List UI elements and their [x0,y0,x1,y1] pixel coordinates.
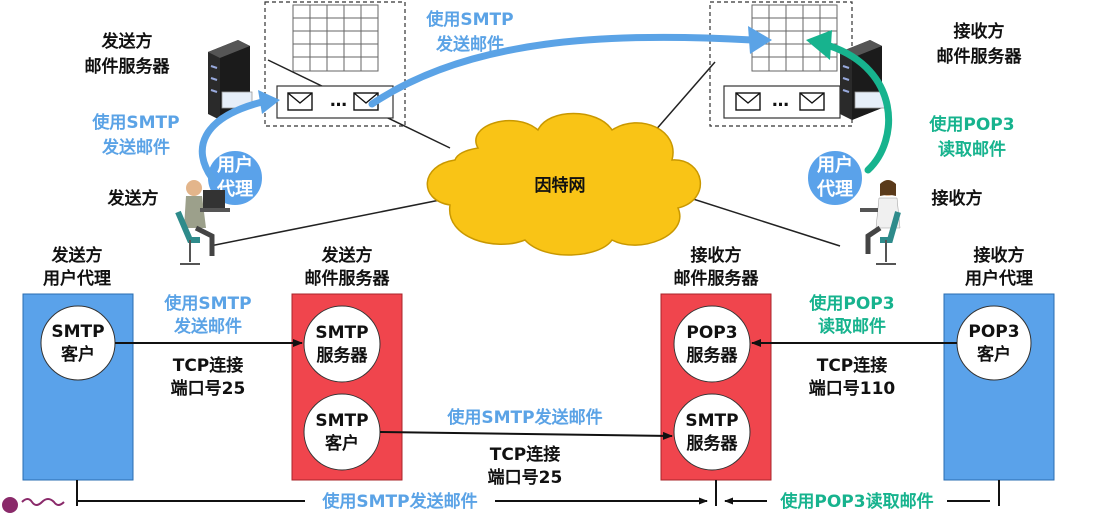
sender-server-title: 邮件服务器 [305,268,391,289]
receiver-server-label: 接收方 [954,21,1005,42]
sender-server-mailbox-frame [264,1,406,127]
receiver-server-title: 邮件服务器 [674,268,760,289]
smtp-send-label: 使用SMTP [425,9,513,30]
smtp-client-circle [40,305,116,381]
port-label: 端口号25 [488,467,563,488]
smtp-send-label: 发送邮件 [435,34,504,55]
smtp-client-text: SMTP [51,322,104,342]
sender-ua-title: 发送方 [51,245,103,266]
smtp-server-text: SMTP [685,411,738,431]
smtp-arrow-internet [368,33,756,108]
pop3-read-label: 读取邮件 [938,139,1006,160]
pop3-client-text: 客户 [976,344,1011,365]
publisher-logo-icon [2,497,65,513]
sender-label: 发送方 [107,188,159,209]
pop3-arrow-download [826,42,893,174]
arrow-head [806,30,832,60]
server-tower-icon [208,40,253,120]
receiver-person-icon [860,180,901,265]
smtp-server-circle [673,393,751,471]
ellipsis-text: … [772,91,789,111]
tcp-connection-label: TCP连接 [173,355,244,376]
receiver-mailbox-grid [751,4,838,72]
tcp-connection-label: TCP连接 [490,444,561,465]
pop3-read-label: 读取邮件 [818,316,886,337]
smtp-send-label: 发送邮件 [173,316,242,337]
pop3-read-label: 使用POP3 [928,114,1014,135]
smtp-server-text: SMTP [315,323,368,343]
pop3-server-text: 服务器 [687,345,739,366]
bottom-pop3-label: 使用POP3读取邮件 [779,491,933,512]
sender-server-title: 发送方 [321,245,373,266]
mail-envelope-icon [287,92,313,111]
sender-ua-title: 用户代理 [43,268,111,289]
user-agent-text: 代理 [216,179,253,200]
pop3-server-circle [673,305,751,383]
mail-envelope-icon [735,92,761,111]
receiver-server-label: 邮件服务器 [937,46,1023,67]
tcp-connection-label: TCP连接 [817,355,888,376]
internet-cloud [426,112,702,256]
server-tower-icon [840,40,886,120]
receiver-server-title: 接收方 [691,245,742,266]
smtp-server-text: 服务器 [317,345,369,366]
smtp-client-text: 客户 [60,344,95,365]
smtp-client-text: SMTP [315,411,368,431]
internet-label: 因特网 [535,175,586,196]
smtp-arrow-upload [198,98,266,182]
bottom-smtp-label: 使用SMTP发送邮件 [321,491,477,512]
sender-server-label: 发送方 [101,31,153,52]
user-agent-text: 用户 [817,154,853,176]
user-agent-text: 用户 [217,154,253,176]
pop3-read-label: 使用POP3 [808,293,894,314]
pop3-client-circle [956,305,1032,381]
sender-server-label: 邮件服务器 [85,56,171,77]
smtp-send-label: 使用SMTP [163,293,251,314]
receiver-label: 接收方 [932,188,983,209]
smtp-client-text: 客户 [324,433,359,454]
label-backdrop [767,489,947,511]
sender-mailbox-grid [292,4,379,72]
smtp-server-text: 服务器 [687,433,739,454]
arrow-head [748,26,772,54]
port-label: 端口号110 [809,378,896,399]
receiver-user-agent-badge [806,149,864,207]
receiver-ua-title: 接收方 [974,245,1025,266]
smtp-send-label: 发送邮件 [101,137,170,158]
mail-envelope-icon [799,92,825,111]
user-agent-text: 代理 [816,179,853,200]
arrow-head [258,90,280,114]
smtp-server-circle [303,305,381,383]
smtp-send-label: 使用SMTP [91,112,179,133]
receiver-ua-title: 用户代理 [965,268,1033,289]
smtp-send-label: 使用SMTP发送邮件 [446,407,602,428]
pop3-client-text: POP3 [968,322,1019,342]
smtp-connection-arrow [379,431,673,440]
pop3-server-text: POP3 [686,323,737,343]
label-backdrop [305,489,495,511]
ellipsis-text: … [330,91,347,111]
sender-person-icon [175,180,230,265]
smtp-client-circle [303,393,381,471]
port-label: 端口号25 [171,378,246,399]
